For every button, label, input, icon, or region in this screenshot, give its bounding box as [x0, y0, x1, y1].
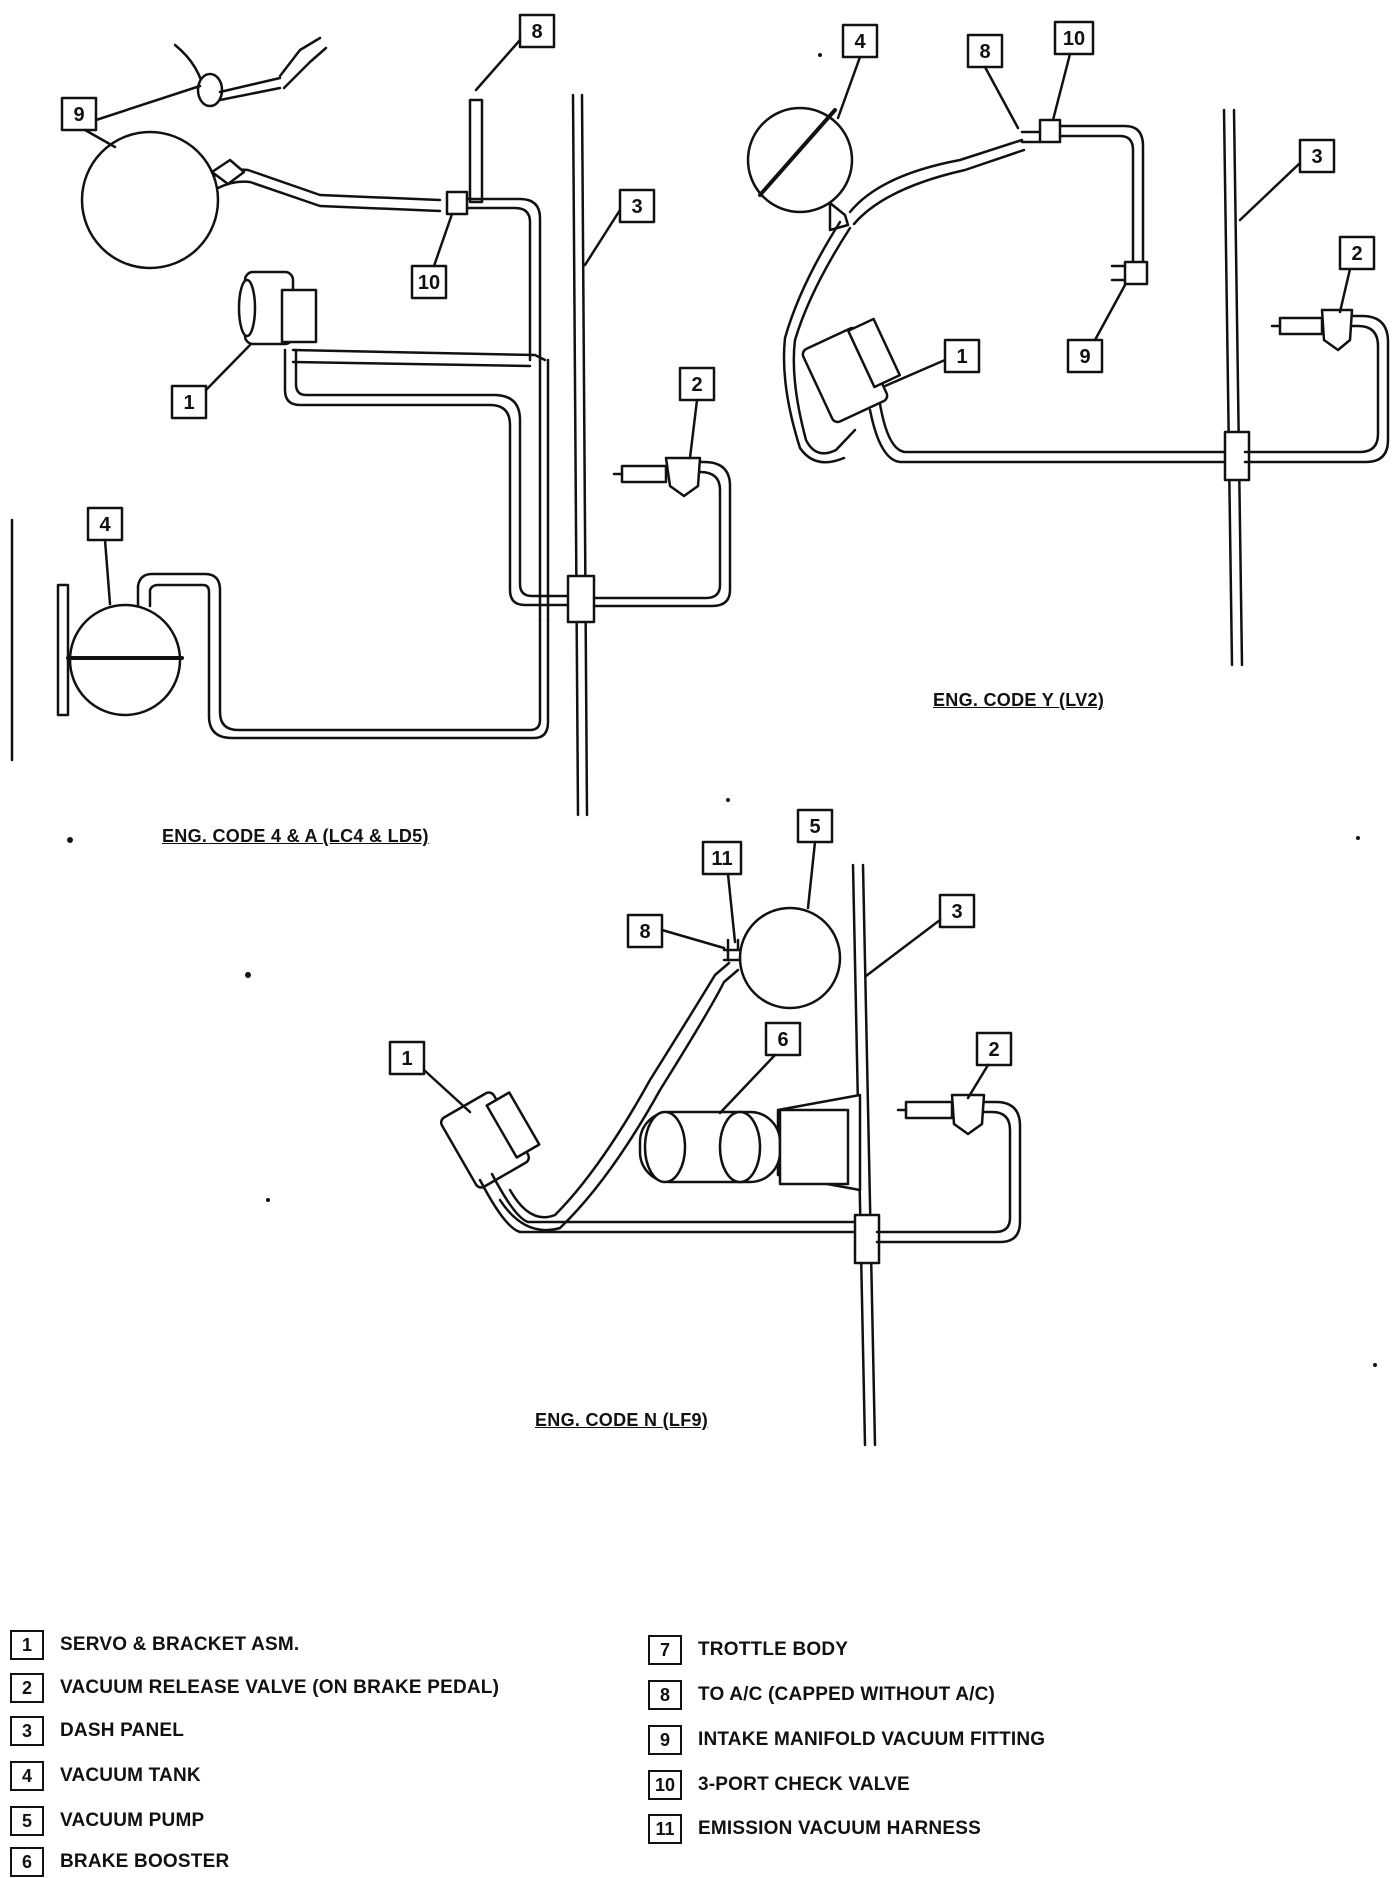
legend-text: VACUUM PUMP	[60, 1810, 205, 1831]
legend-text: DASH PANEL	[60, 1720, 185, 1741]
scan-specks	[67, 53, 1377, 1367]
callout-8: 8	[626, 913, 726, 950]
callout-3: 3	[583, 188, 656, 267]
callout-9: 9	[60, 84, 202, 149]
callout-8: 8	[474, 13, 556, 92]
callout-1: 1	[883, 338, 981, 388]
callout-10: 10	[410, 212, 454, 300]
servo-bracket	[782, 220, 1234, 464]
callout-4: 4	[836, 23, 879, 120]
vacuum-tank	[10, 518, 550, 762]
legend-text: VACUUM RELEASE VALVE (ON BRAKE PEDAL)	[60, 1677, 500, 1698]
callout-label: 4	[854, 31, 866, 53]
legend-item: 8 TO A/C (CAPPED WITHOUT A/C)	[648, 1680, 995, 1710]
legend-number: 5	[10, 1806, 44, 1836]
intake-manifold-fitting	[80, 36, 442, 270]
legend-number: 9	[648, 1725, 682, 1755]
callout-label: 2	[988, 1039, 999, 1061]
callout-label: 3	[951, 901, 962, 923]
callout-9: 9	[1066, 283, 1127, 374]
legend-number: 10	[648, 1770, 682, 1800]
servo-bracket	[237, 270, 577, 622]
servo-bracket	[439, 961, 862, 1234]
dash-panel	[571, 93, 589, 817]
callout-label: 3	[631, 196, 642, 218]
callout-label: 11	[711, 848, 732, 870]
callout-label: 6	[777, 1029, 788, 1051]
vacuum-release-valve	[875, 1093, 1022, 1244]
legend-number: 3	[10, 1716, 44, 1746]
callout-label: 8	[531, 21, 542, 43]
callout-label: 10	[418, 272, 440, 294]
legend-text: INTAKE MANIFOLD VACUUM FITTING	[698, 1729, 1046, 1750]
check-valve-3-port	[1020, 118, 1149, 286]
callout-label: 2	[1351, 243, 1362, 265]
callout-1: 1	[170, 343, 252, 420]
legend-text: VACUUM TANK	[60, 1765, 201, 1786]
legend-text: BRAKE BOOSTER	[60, 1851, 230, 1872]
diagram-eng-code-n	[439, 863, 1022, 1447]
legend-item: 2 VACUUM RELEASE VALVE (ON BRAKE PEDAL)	[10, 1673, 499, 1703]
callout-label: 3	[1311, 146, 1322, 168]
legend-number: 6	[10, 1847, 44, 1877]
callout-3: 3	[864, 893, 976, 978]
callout-label: 2	[691, 374, 702, 396]
brake-booster	[638, 1093, 862, 1192]
legend-item: 7 TROTTLE BODY	[648, 1635, 848, 1665]
diagram-eng-code-4-a	[10, 36, 732, 817]
callout-2: 2	[678, 366, 716, 460]
legend-item: 1 SERVO & BRACKET ASM.	[10, 1630, 299, 1660]
caption-eng-code-n: ENG. CODE N (LF9)	[535, 1410, 709, 1430]
legend-item: 4 VACUUM TANK	[10, 1761, 201, 1791]
callout-4: 4	[86, 506, 124, 606]
callout-label: 1	[401, 1048, 412, 1070]
legend-number: 2	[10, 1673, 44, 1703]
legend-text: TROTTLE BODY	[698, 1639, 849, 1660]
legend-item: 3 DASH PANEL	[10, 1716, 184, 1746]
legend-text: 3-PORT CHECK VALVE	[698, 1774, 910, 1795]
callout-2: 2	[966, 1031, 1013, 1100]
caption-eng-code-y: ENG. CODE Y (LV2)	[933, 690, 1105, 710]
callout-label: 5	[809, 816, 820, 838]
callout-2: 2	[1338, 235, 1376, 314]
diagram-eng-code-y	[746, 106, 1390, 667]
callout-3: 3	[1238, 138, 1336, 222]
callout-1: 1	[388, 1040, 472, 1114]
legend-item: 9 INTAKE MANIFOLD VACUUM FITTING	[648, 1725, 1045, 1755]
callout-label: 1	[956, 346, 967, 368]
callout-label: 8	[979, 41, 990, 63]
check-valve-3-port	[445, 98, 542, 362]
callout-label: 4	[99, 514, 111, 536]
caption-eng-code-4-a: ENG. CODE 4 & A (LC4 & LD5)	[162, 826, 429, 846]
vacuum-pump	[722, 906, 842, 1010]
legend-number: 7	[648, 1635, 682, 1665]
legend-number: 8	[648, 1680, 682, 1710]
vacuum-release-valve	[592, 456, 732, 608]
callout-6: 6	[718, 1021, 802, 1115]
legend-number: 11	[648, 1814, 682, 1844]
legend-item: 10 3-PORT CHECK VALVE	[648, 1770, 910, 1800]
callout-label: 9	[73, 104, 84, 126]
legend-item: 11 EMISSION VACUUM HARNESS	[648, 1814, 981, 1844]
legend-number: 4	[10, 1761, 44, 1791]
legend-item: 6 BRAKE BOOSTER	[10, 1847, 229, 1877]
legend-text: SERVO & BRACKET ASM.	[60, 1634, 300, 1655]
vacuum-tank	[746, 106, 1026, 232]
legend-number: 1	[10, 1630, 44, 1660]
legend-text: EMISSION VACUUM HARNESS	[698, 1818, 981, 1839]
vacuum-release-valve	[1243, 308, 1390, 464]
dash-panel	[1222, 108, 1244, 667]
legend-item: 5 VACUUM PUMP	[10, 1806, 204, 1836]
callout-11: 11	[701, 840, 743, 944]
callout-label: 10	[1063, 28, 1085, 50]
callout-label: 1	[183, 392, 194, 414]
callout-5: 5	[796, 808, 834, 910]
callout-10: 10	[1051, 20, 1095, 122]
callout-label: 8	[639, 921, 650, 943]
callout-label: 9	[1079, 346, 1090, 368]
callout-8: 8	[966, 33, 1020, 130]
legend-text: TO A/C (CAPPED WITHOUT A/C)	[698, 1684, 996, 1705]
